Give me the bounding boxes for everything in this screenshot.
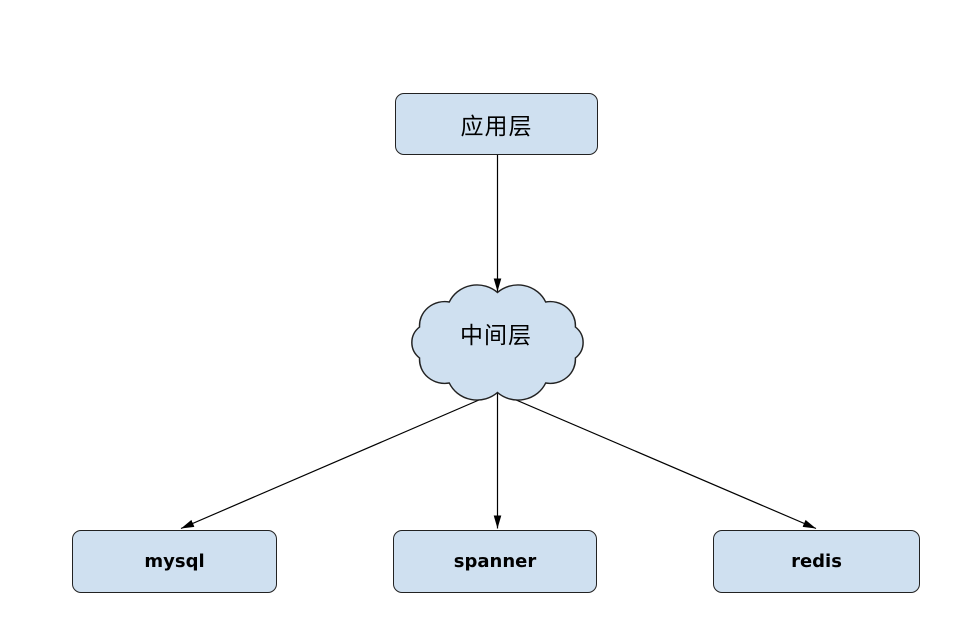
edge-middle-to-redis (497, 391, 817, 530)
node-label: mysql (144, 551, 205, 572)
node-spanner[interactable]: spanner (393, 530, 597, 593)
edge-middle-to-mysql (180, 391, 498, 530)
node-mysql[interactable]: mysql (72, 530, 277, 593)
node-label: 应用层 (460, 114, 533, 140)
node-redis[interactable]: redis (713, 530, 920, 593)
node-application-layer[interactable]: 应用层 (395, 93, 598, 155)
node-label: spanner (453, 551, 537, 572)
node-label: redis (791, 551, 842, 572)
cloud-node-middle-layer[interactable] (411, 284, 584, 401)
